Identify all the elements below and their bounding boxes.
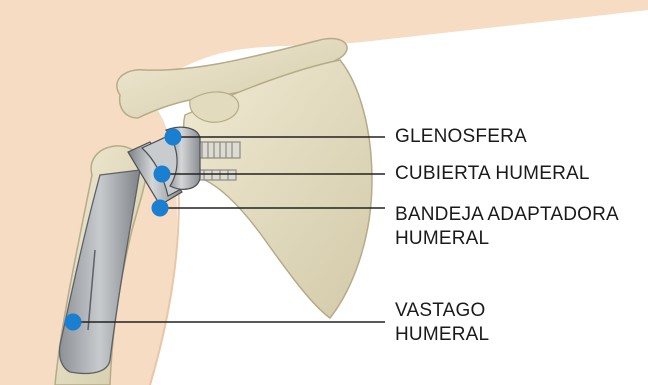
marker-stem bbox=[65, 314, 82, 331]
marker-adapter-tray bbox=[152, 200, 169, 217]
marker-humeral-cup bbox=[154, 166, 171, 183]
label-glenosphere: GLENOSFERA bbox=[395, 126, 527, 148]
marker-glenosphere bbox=[165, 129, 182, 146]
label-stem-line1: VASTAGO bbox=[395, 300, 485, 322]
label-adapter-tray-line2: HUMERAL bbox=[395, 228, 489, 250]
label-adapter-tray-line1: BANDEJA ADAPTADORA bbox=[395, 204, 619, 226]
label-humeral-cup: CUBIERTA HUMERAL bbox=[395, 163, 590, 185]
label-stem-line2: HUMERAL bbox=[395, 324, 489, 346]
